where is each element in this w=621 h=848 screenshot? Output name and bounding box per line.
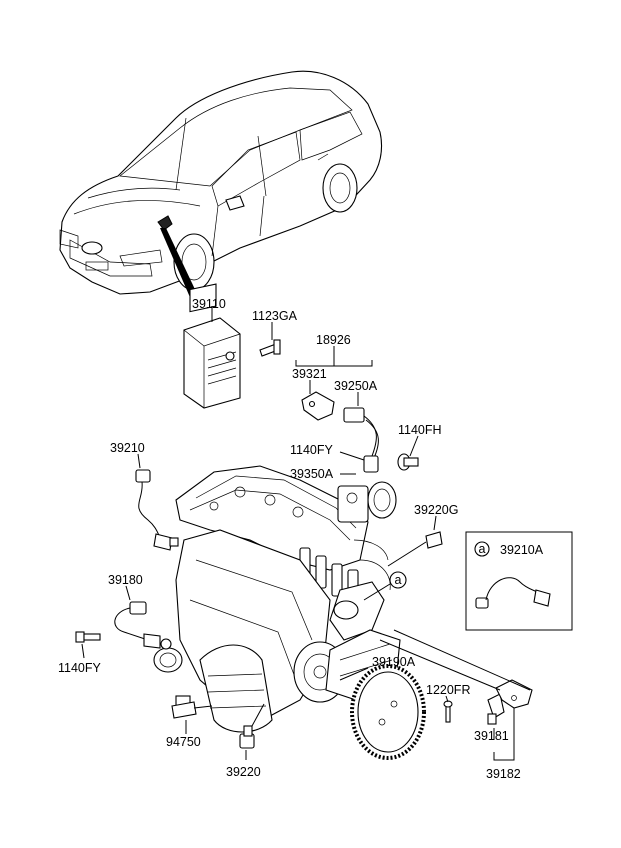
label-39321: 39321 xyxy=(292,367,327,381)
label-1140fy-left: 1140FY xyxy=(58,661,102,675)
label-39220g: 39220G xyxy=(414,503,458,517)
sensor-39250a xyxy=(343,407,379,473)
label-39110: 39110 xyxy=(192,297,226,311)
tone-wheel-39190a xyxy=(350,664,426,760)
bolt-1123ga xyxy=(259,339,281,357)
sensor-39180 xyxy=(114,601,172,650)
engine-callout-letter: a xyxy=(395,573,402,587)
label-18926: 18926 xyxy=(316,333,351,347)
label-39182: 39182 xyxy=(486,767,521,781)
engine-callout-marker: a xyxy=(363,571,407,601)
label-39220: 39220 xyxy=(226,765,261,779)
sensor-39181 xyxy=(487,693,505,725)
callout-marker-letter: a xyxy=(479,542,486,556)
label-39181: 39181 xyxy=(474,729,509,743)
engine-assembly xyxy=(153,465,401,733)
car-illustration xyxy=(59,70,383,302)
label-39210: 39210 xyxy=(110,441,145,455)
bolt-1140fh xyxy=(397,453,419,471)
ecu-module xyxy=(183,283,241,409)
label-39180: 39180 xyxy=(108,573,143,587)
bracket-39321 xyxy=(301,391,335,421)
label-39250a: 39250A xyxy=(334,379,378,393)
label-1140fy-top: 1140FY xyxy=(290,443,334,457)
label-39350a: 39350A xyxy=(290,467,334,481)
oxygen-sensor-39210 xyxy=(135,469,179,551)
sensor-94750 xyxy=(171,695,213,719)
label-1220fr: 1220FR xyxy=(426,683,470,697)
label-94750: 94750 xyxy=(166,735,201,749)
callout-box-39210a: a 39210A xyxy=(465,531,573,631)
label-39190a: 39190A xyxy=(372,655,416,669)
label-1140fh: 1140FH xyxy=(398,423,442,437)
sensor-39220g xyxy=(387,531,443,567)
sensor-39220 xyxy=(239,703,265,749)
bolt-1140fy-left xyxy=(75,631,101,643)
screw-1220fr xyxy=(443,700,453,723)
label-1123ga: 1123GA xyxy=(252,309,298,323)
callout-part-number: 39210A xyxy=(500,543,544,557)
